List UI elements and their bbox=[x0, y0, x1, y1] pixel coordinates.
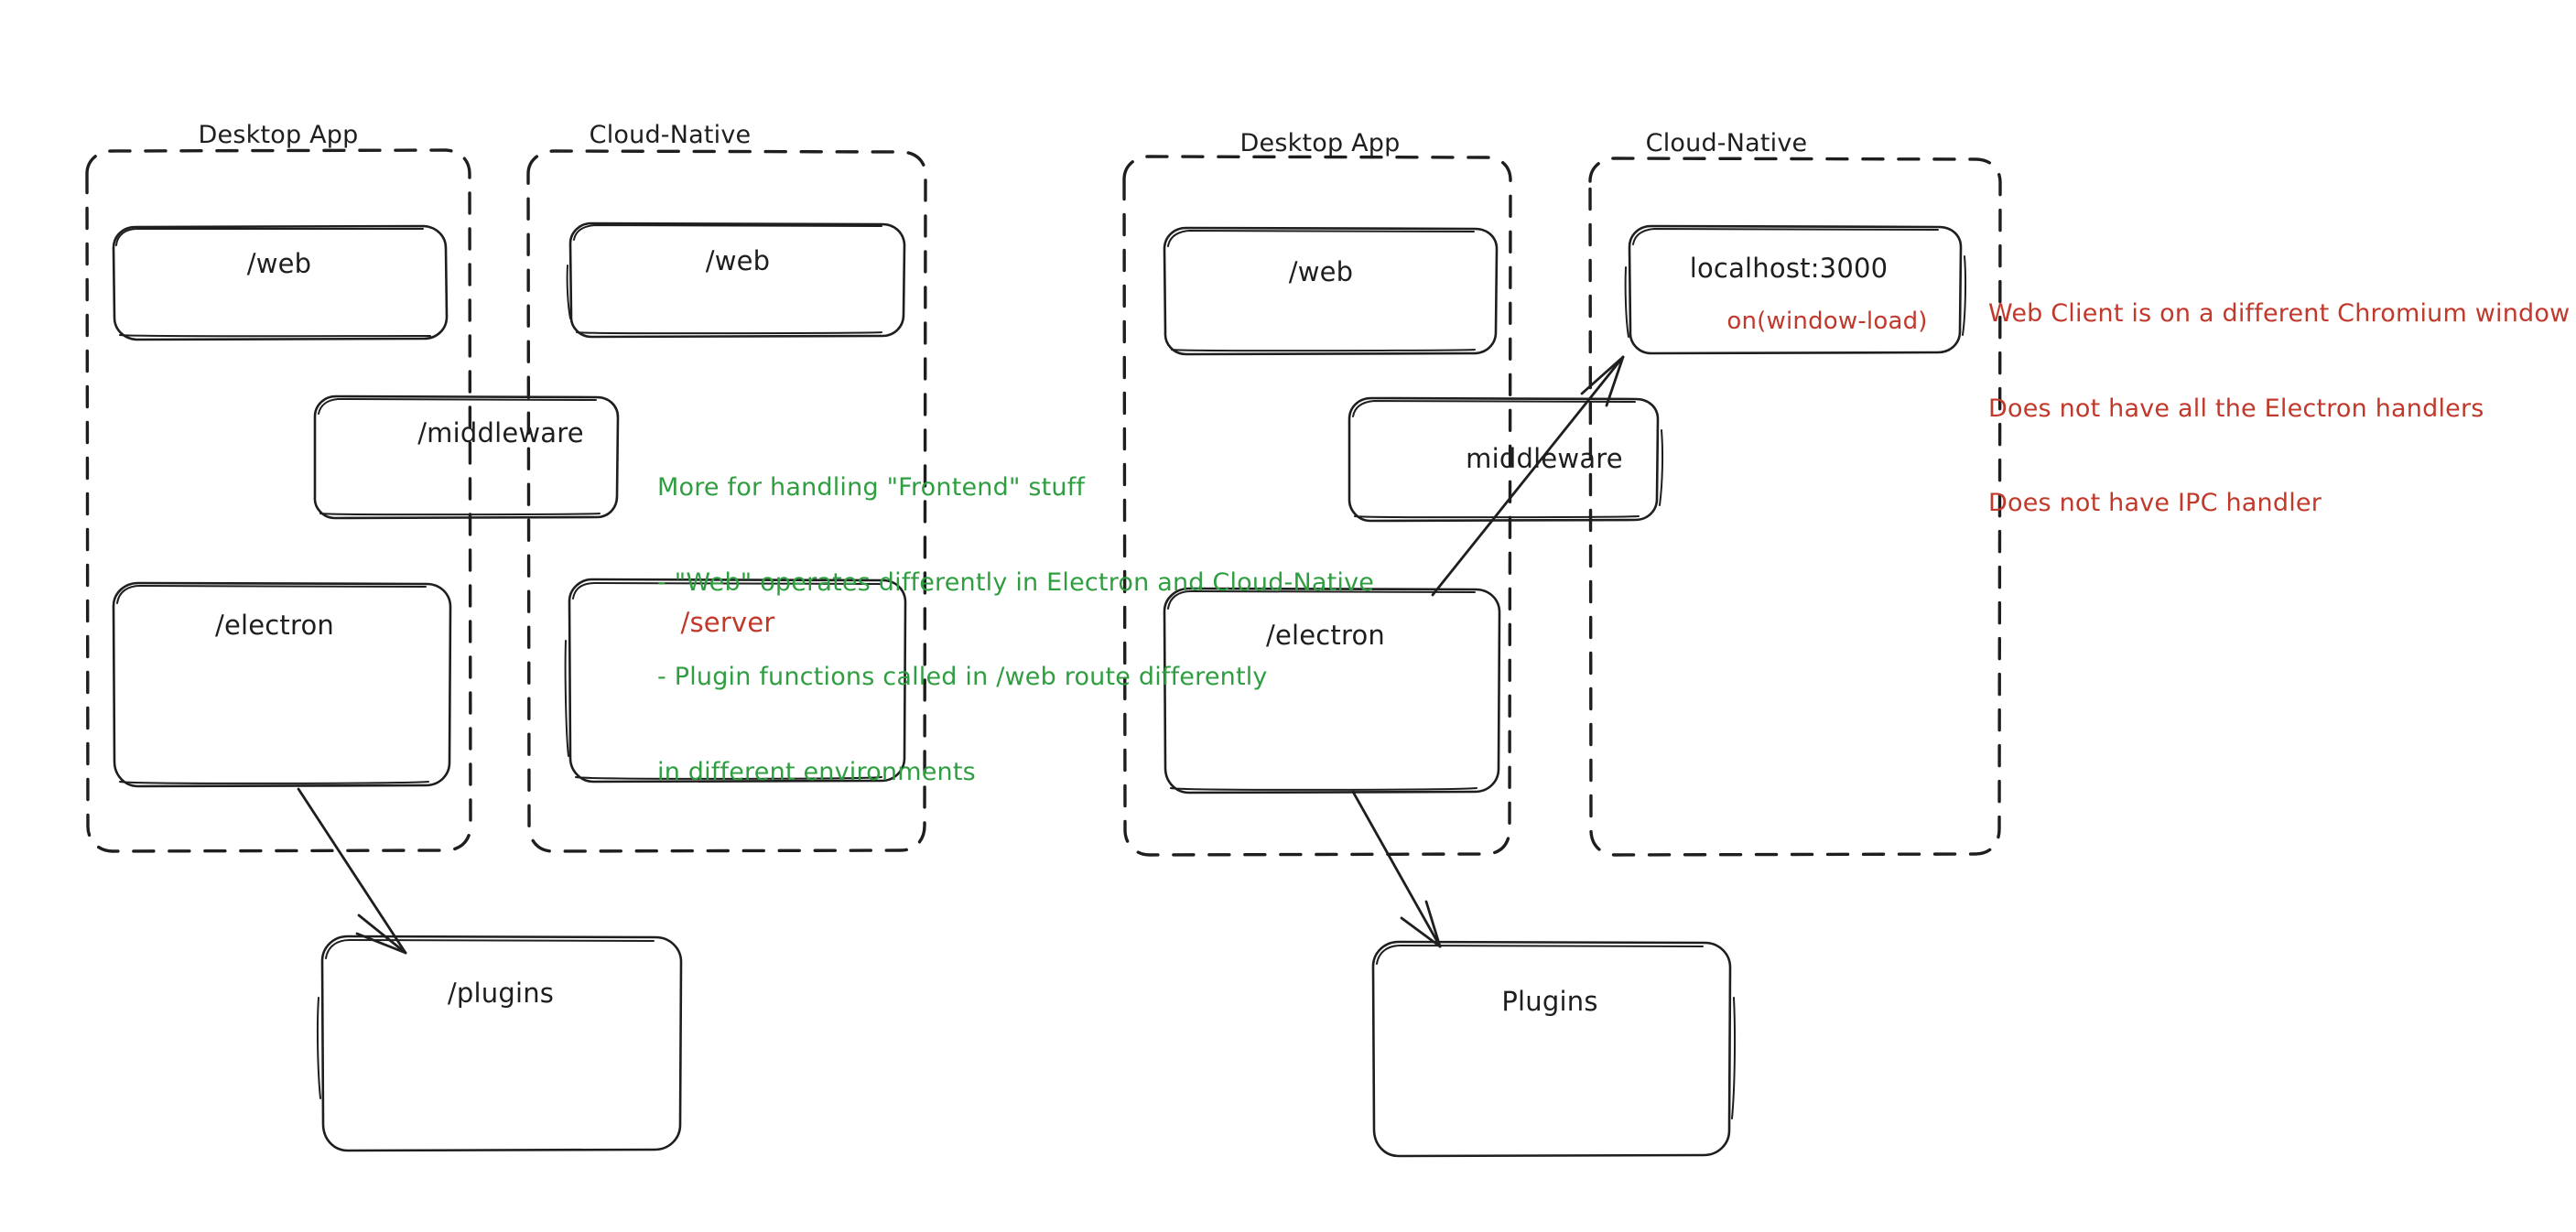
box-label-left-plugins[interactable]: /plugins bbox=[447, 978, 555, 1009]
annotation-green-line-1: More for handling "Frontend" stuff bbox=[657, 473, 1086, 503]
group-outline-left-cloudnative bbox=[526, 149, 927, 853]
annotation-red-line-1: Web Client is on a different Chromium wi… bbox=[1988, 299, 2571, 329]
box-label-right-desktop-web[interactable]: /web bbox=[1288, 256, 1354, 287]
group-outline-left-desktop bbox=[85, 148, 472, 853]
box-label-right-middleware[interactable]: middleware bbox=[1466, 443, 1623, 474]
annotation-red-line-2: Does not have all the Electron handlers bbox=[1988, 394, 2484, 423]
box-label-left-server[interactable]: /server bbox=[680, 607, 775, 638]
box-label-left-middleware[interactable]: /middleware bbox=[417, 417, 584, 448]
box-outline-right-localhost bbox=[1624, 224, 1967, 355]
box-outline-right-plugins bbox=[1371, 940, 1737, 1158]
group-label-left-cloudnative: Cloud-Native bbox=[589, 121, 752, 149]
arrow-right-electron-to-plugins bbox=[1351, 790, 1442, 948]
group-label-right-desktop: Desktop App bbox=[1239, 129, 1401, 157]
box-outline-right-desktop-web bbox=[1163, 226, 1499, 356]
annotation-green-note: More for handling "Frontend" stuff - "We… bbox=[657, 409, 1374, 820]
box-outline-left-electron bbox=[112, 581, 452, 788]
arrow-right-electron-to-localhost bbox=[1431, 355, 1625, 597]
annotation-green-line-4: in different environments bbox=[657, 758, 976, 787]
group-outline-right-desktop bbox=[1122, 155, 1512, 857]
box-outline-left-plugins bbox=[316, 935, 683, 1152]
group-outline-right-cloudnative bbox=[1588, 157, 2002, 857]
annotation-red-note: Web Client is on a different Chromium wi… bbox=[1988, 235, 2570, 551]
arrow-left-electron-to-plugins bbox=[297, 787, 407, 955]
annotation-green-line-2: - "Web" operates differently in Electron… bbox=[657, 567, 1375, 597]
box-label-left-desktop-web[interactable]: /web bbox=[246, 248, 312, 279]
box-label-right-electron[interactable]: /electron bbox=[1265, 620, 1386, 651]
box-label-right-plugins[interactable]: Plugins bbox=[1501, 986, 1598, 1017]
group-label-left-desktop: Desktop App bbox=[198, 121, 359, 149]
box-label-left-cloud-web[interactable]: /web bbox=[705, 245, 771, 276]
box-outline-right-electron bbox=[1163, 587, 1501, 794]
box-outline-left-desktop-web bbox=[112, 224, 449, 341]
box-label-left-electron[interactable]: /electron bbox=[214, 610, 335, 641]
box-outline-left-server bbox=[564, 578, 907, 784]
box-outline-left-middleware bbox=[313, 394, 620, 520]
box-label-right-localhost[interactable]: localhost:3000 bbox=[1689, 253, 1889, 284]
group-label-right-cloudnative: Cloud-Native bbox=[1645, 129, 1808, 157]
box-sublabel-right-localhost-onwindowload: on(window-load) bbox=[1726, 308, 1928, 335]
box-outline-left-cloud-web bbox=[566, 222, 906, 339]
annotation-green-line-3: - Plugin functions called in /web route … bbox=[657, 663, 1268, 692]
annotation-red-line-3: Does not have IPC handler bbox=[1988, 489, 2322, 518]
